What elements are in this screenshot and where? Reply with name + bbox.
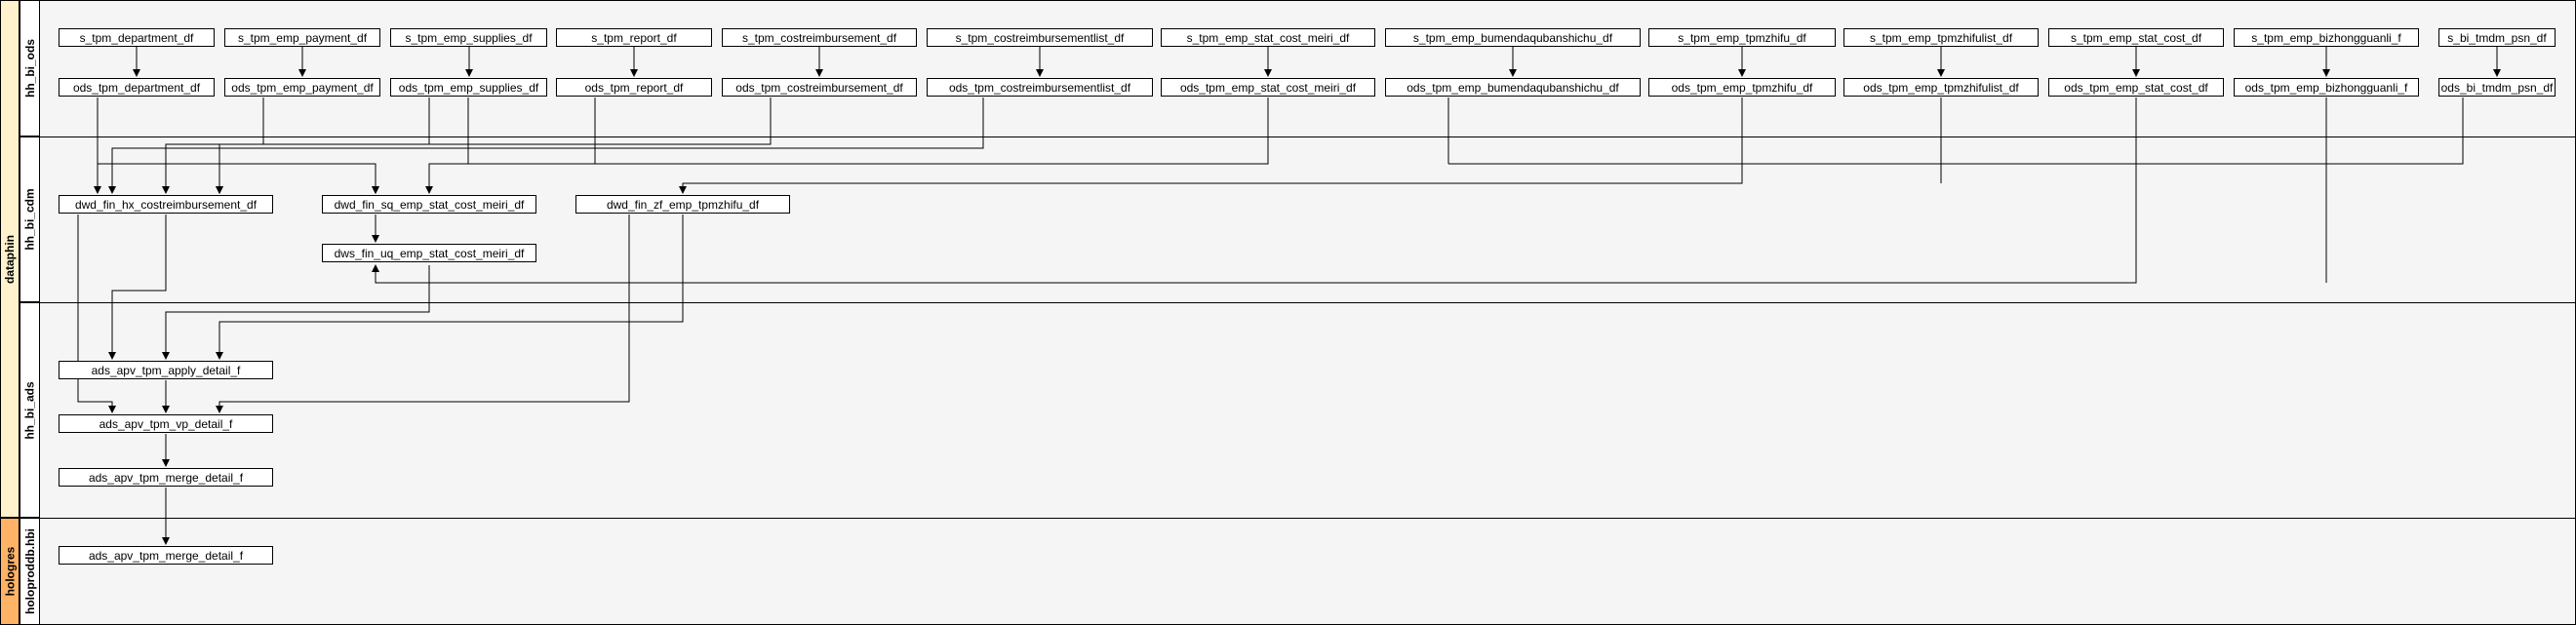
edge-w1-a1 [162,265,430,360]
edge-o1-d1 [97,98,379,194]
edge-d1-a2 [77,215,116,413]
node-s-emp-supplies[interactable]: s_tpm_emp_supplies_df [390,28,547,47]
edge-o6-d1 [108,98,984,194]
node-ods-report[interactable]: ods_tpm_report_df [556,78,712,97]
edge-o2-d1 [216,98,264,194]
edge-o13-d2 [1448,98,2464,165]
node-ads-merge-detail[interactable]: ads_apv_tpm_merge_detail_f [59,468,273,487]
node-s-costreimbursement[interactable]: s_tpm_costreimbursement_df [722,28,917,47]
node-ods-bumendaqu[interactable]: ods_tpm_emp_bumendaqubanshichu_df [1385,78,1641,97]
node-ods-costreimbursementlist[interactable]: ods_tpm_costreimbursementlist_df [927,78,1153,97]
edge-o9-d3 [679,98,1743,194]
node-ods-stat-cost-meiri[interactable]: ods_tpm_emp_stat_cost_meiri_df [1161,78,1375,97]
node-ods-tpmzhifu[interactable]: ods_tpm_emp_tpmzhifu_df [1648,78,1836,97]
node-s-bizhongguanli[interactable]: s_tpm_emp_bizhongguanli_f [2234,28,2419,47]
node-ods-emp-supplies[interactable]: ods_tpm_emp_supplies_df [390,78,547,97]
node-ads-vp-detail[interactable]: ads_apv_tpm_vp_detail_f [59,414,273,433]
node-dws-uq-stat-cost-meiri[interactable]: dws_fin_uq_emp_stat_cost_meiri_df [322,244,536,262]
edge-d1-a1 [108,215,167,360]
edge-o4-d2 [425,98,596,194]
node-ods-emp-payment[interactable]: ods_tpm_emp_payment_df [224,78,380,97]
node-ods-stat-cost[interactable]: ods_tpm_emp_stat_cost_df [2048,78,2224,97]
platform-dataphin: dataphin [0,0,20,518]
node-s-stat-cost-meiri[interactable]: s_tpm_emp_stat_cost_meiri_df [1161,28,1375,47]
lane-holo [39,518,2576,625]
node-holo-merge-detail[interactable]: ads_apv_tpm_merge_detail_f [59,546,273,565]
node-s-report[interactable]: s_tpm_report_df [556,28,712,47]
node-s-department[interactable]: s_tpm_department_df [59,28,215,47]
node-ads-apply-detail[interactable]: ads_apv_tpm_apply_detail_f [59,361,273,379]
node-dwd-hx-costreimbursement[interactable]: dwd_fin_hx_costreimbursement_df [59,195,273,214]
node-s-bumendaqu[interactable]: s_tpm_emp_bumendaqubanshichu_df [1385,28,1641,47]
node-dwd-zf-tpmzhifu[interactable]: dwd_fin_zf_emp_tpmzhifu_df [575,195,790,214]
node-ods-costreimbursement[interactable]: ods_tpm_costreimbursement_df [722,78,917,97]
node-s-tmdm-psn[interactable]: s_bi_tmdm_psn_df [2438,28,2556,47]
node-dwd-sq-stat-cost-meiri[interactable]: dwd_fin_sq_emp_stat_cost_meiri_df [322,195,536,214]
node-s-costreimbursementlist[interactable]: s_tpm_costreimbursementlist_df [927,28,1153,47]
edge-d3-a2 [216,215,630,413]
node-s-stat-cost[interactable]: s_tpm_emp_stat_cost_df [2048,28,2224,47]
edge-o7-d2 [429,98,1269,165]
node-ods-tmdm-psn[interactable]: ods_bi_tmdm_psn_df [2438,78,2556,97]
edge-d3-a1 [216,215,684,360]
node-s-tpmzhifulist[interactable]: s_tpm_emp_tpmzhifulist_df [1843,28,2039,47]
node-s-emp-payment[interactable]: s_tpm_emp_payment_df [224,28,380,47]
node-ods-department[interactable]: ods_tpm_department_df [59,78,215,97]
node-s-tpmzhifu[interactable]: s_tpm_emp_tpmzhifu_df [1648,28,1836,47]
edge-o11-w1 [372,98,2137,284]
node-ods-bizhongguanli[interactable]: ods_tpm_emp_bizhongguanli_f [2234,78,2419,97]
node-ods-tpmzhifulist[interactable]: ods_tpm_emp_tpmzhifulist_df [1843,78,2039,97]
